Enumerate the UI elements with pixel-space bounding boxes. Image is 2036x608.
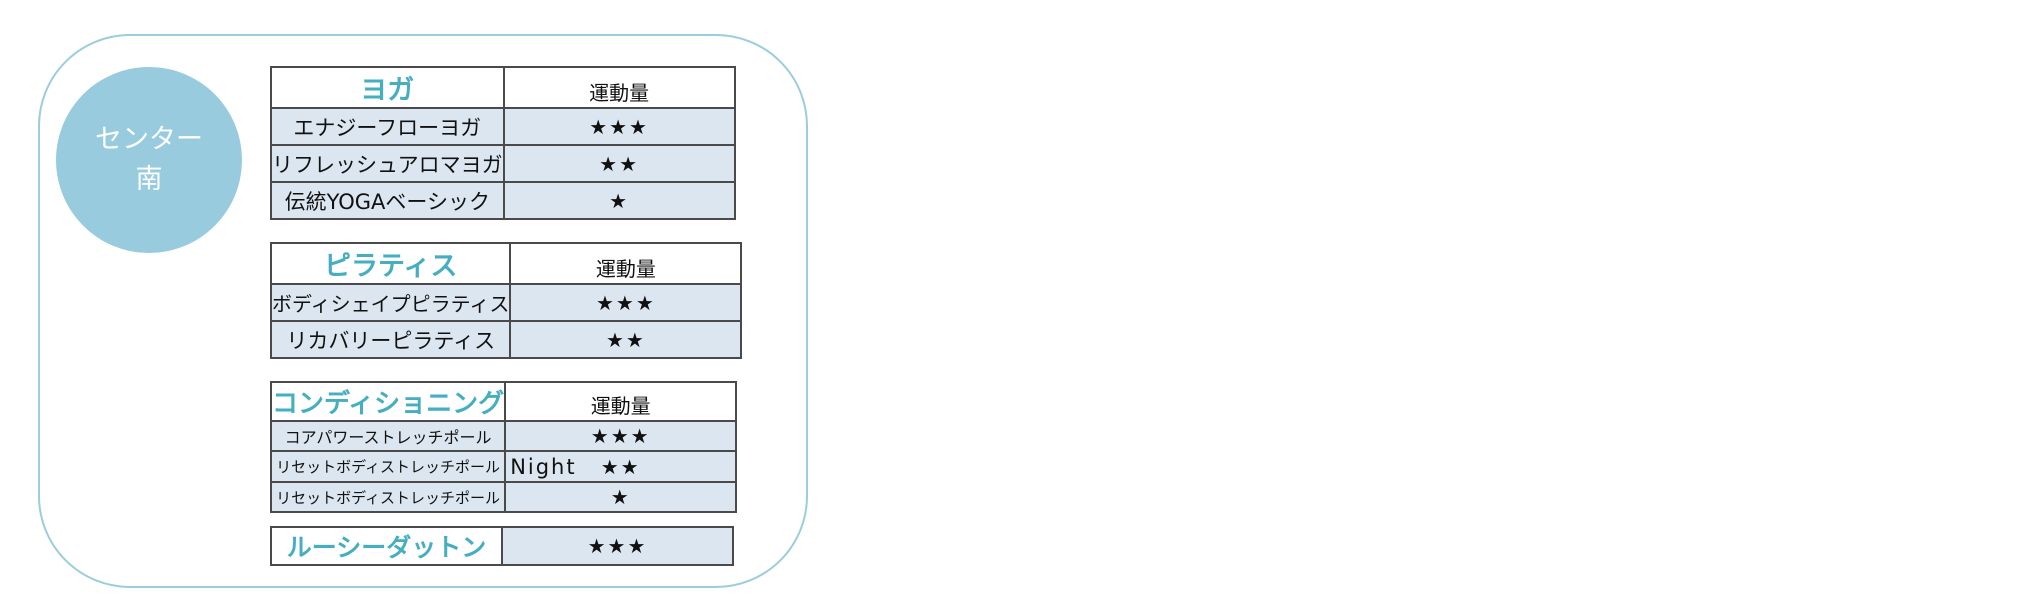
table-row: エナジーフローヨガ ★★★ (270, 107, 736, 146)
yoga-table: ヨガ 運動量 エナジーフローヨガ ★★★ リフレッシュアロマヨガ ★★ 伝統YO… (270, 66, 736, 220)
class-name: エナジーフローヨガ (270, 107, 505, 146)
night-tag: Night (510, 454, 577, 479)
center-name-line2: 南 (135, 164, 163, 195)
lucy-dutton-table: ルーシーダットン ★★★ (270, 526, 734, 566)
yoga-amount-header: 運動量 (502, 66, 736, 109)
star-rating: Night ★★ (504, 450, 738, 483)
class-name: リセットボディストレッチポール (269, 450, 507, 483)
star-rating: ★★★ (504, 420, 738, 452)
conditioning-title: コンディショニング (269, 381, 507, 422)
center-name-line1: センター (95, 124, 203, 155)
star-rating: ★ (502, 181, 736, 220)
star-rating: ★★ (509, 320, 743, 359)
table-row: リセットボディストレッチポール Night ★★ (269, 450, 738, 483)
conditioning-amount-header: 運動量 (504, 381, 738, 422)
star-rating: ★★★ (501, 526, 734, 566)
center-panel (38, 34, 808, 588)
star-rating: ★ (504, 481, 738, 513)
table-row: コアパワーストレッチポール ★★★ (269, 420, 738, 452)
table-row: 伝統YOGAベーシック ★ (270, 181, 736, 220)
class-name: コアパワーストレッチポール (269, 420, 507, 452)
star-rating: ★★ (502, 144, 736, 183)
lucy-dutton-title: ルーシーダットン (270, 526, 503, 566)
class-name: 伝統YOGAベーシック (270, 181, 505, 220)
table-row: リフレッシュアロマヨガ ★★ (270, 144, 736, 183)
class-name: リフレッシュアロマヨガ (270, 144, 505, 183)
class-name: リカバリーピラティス (269, 320, 512, 359)
pilates-table: ピラティス 運動量 ボディシェイプピラティス ★★★ リカバリーピラティス ★★ (269, 242, 743, 359)
table-row: リセットボディストレッチポール ★ (269, 481, 738, 513)
star-rating: ★★★ (509, 283, 743, 322)
yoga-title: ヨガ (270, 66, 505, 109)
center-badge: センター 南 (56, 67, 242, 253)
pilates-amount-header: 運動量 (509, 242, 743, 285)
conditioning-table: コンディショニング 運動量 コアパワーストレッチポール ★★★ リセットボディス… (269, 381, 738, 513)
pilates-title: ピラティス (269, 242, 512, 285)
class-name: ボディシェイプピラティス (269, 283, 512, 322)
table-row: ボディシェイプピラティス ★★★ (269, 283, 743, 322)
star-rating-value: ★★ (600, 454, 641, 479)
star-rating: ★★★ (502, 107, 736, 146)
class-name: リセットボディストレッチポール (269, 481, 507, 513)
table-row: リカバリーピラティス ★★ (269, 320, 743, 359)
